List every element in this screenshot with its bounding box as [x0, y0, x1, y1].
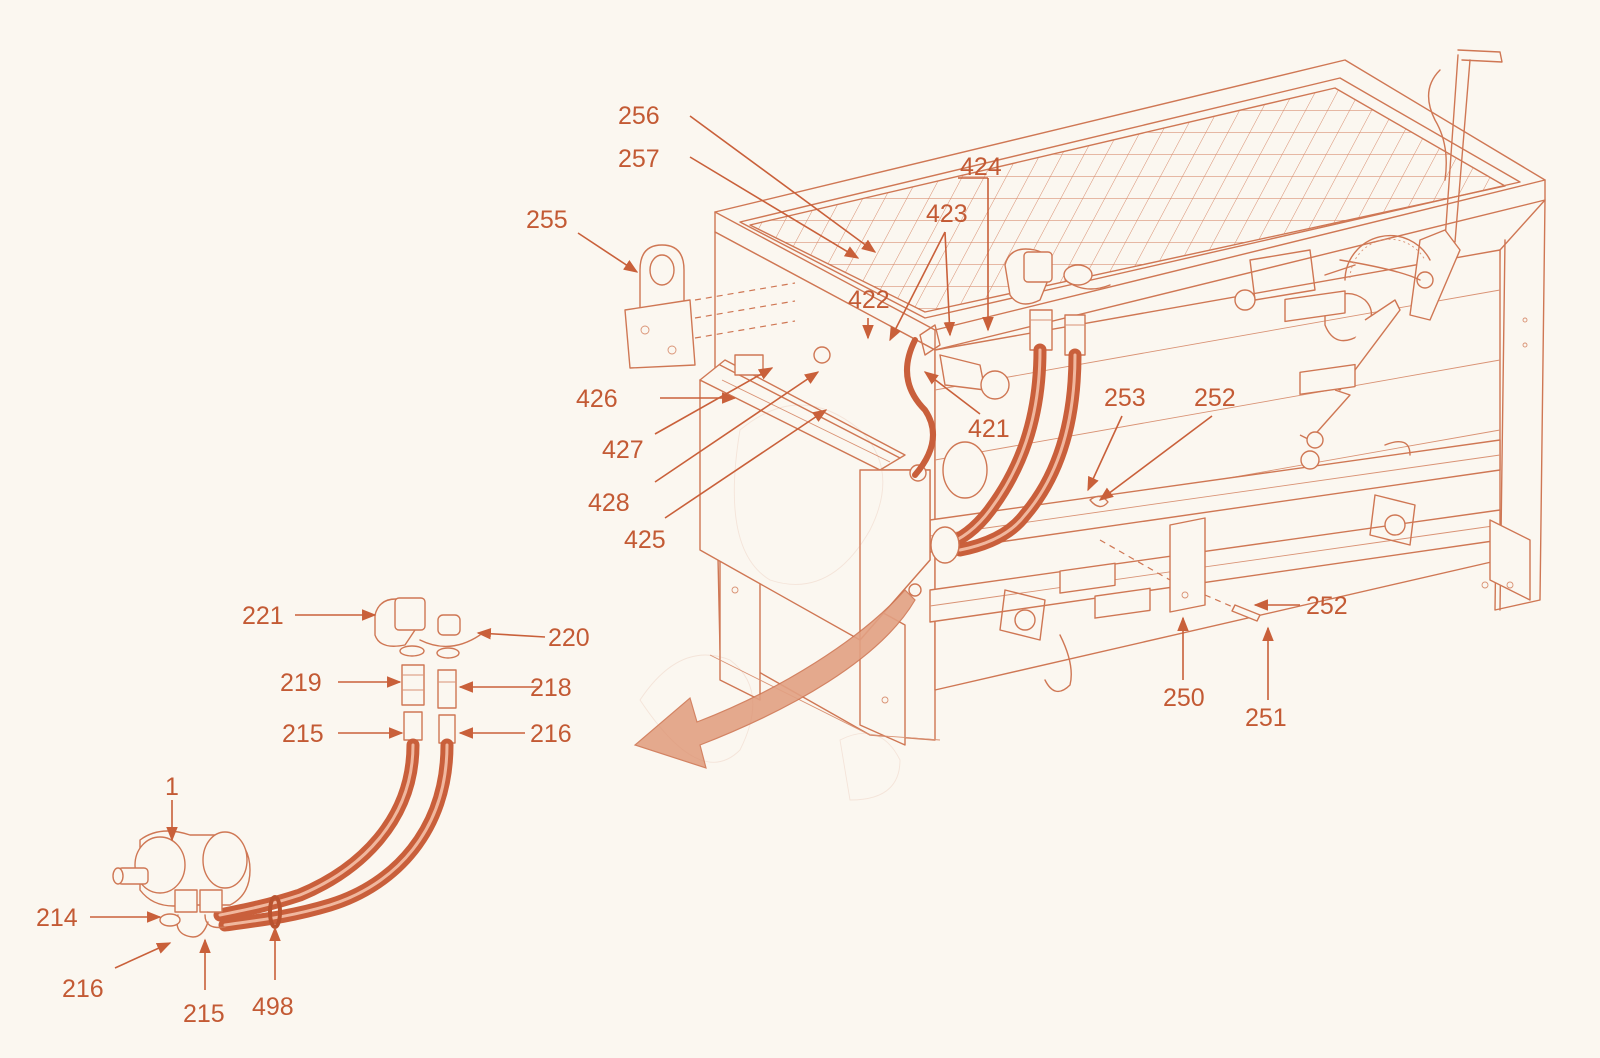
callout-424: 424 — [960, 153, 1002, 181]
callout-426: 426 — [576, 385, 618, 413]
lifting-eye-255 — [624, 244, 796, 369]
callout-labels: 256 257 424 423 255 422 426 421 427 428 … — [36, 102, 1348, 1028]
callout-215-lower: 215 — [183, 1000, 225, 1028]
frame-hoses — [930, 343, 1082, 564]
cable-421 — [904, 324, 1010, 478]
callout-255: 255 — [526, 206, 568, 234]
callout-425: 425 — [624, 526, 666, 554]
control-box-425 — [699, 346, 931, 641]
callout-422: 422 — [848, 286, 890, 314]
callout-218: 218 — [530, 674, 572, 702]
callout-1: 1 — [165, 773, 179, 801]
callout-216-upper: 216 — [530, 720, 572, 748]
motor-assembly — [112, 597, 481, 938]
adjusting-lever — [1234, 49, 1503, 449]
shaft-brackets — [999, 290, 1416, 693]
callout-428: 428 — [588, 489, 630, 517]
callout-427: 427 — [602, 436, 644, 464]
callout-257: 257 — [618, 145, 660, 173]
detail-arrow — [633, 589, 916, 769]
callout-252-upper: 252 — [1194, 384, 1236, 412]
watermark-mascot — [639, 404, 901, 801]
callout-251: 251 — [1245, 704, 1287, 732]
callout-252-lower: 252 — [1306, 592, 1348, 620]
callout-216-lower: 216 — [62, 975, 104, 1003]
frame-couplings — [1004, 248, 1111, 356]
callout-250: 250 — [1163, 684, 1205, 712]
callout-421: 421 — [968, 415, 1010, 443]
callout-423: 423 — [926, 200, 968, 228]
plate-250 — [1089, 495, 1261, 622]
callout-253: 253 — [1104, 384, 1146, 412]
leader-lines — [90, 115, 1300, 990]
callout-221: 221 — [242, 602, 284, 630]
callout-219: 219 — [280, 669, 322, 697]
callout-215-upper: 215 — [282, 720, 324, 748]
callout-256: 256 — [618, 102, 660, 130]
callout-214: 214 — [36, 904, 78, 932]
callout-220: 220 — [548, 624, 590, 652]
callout-498: 498 — [252, 993, 294, 1021]
